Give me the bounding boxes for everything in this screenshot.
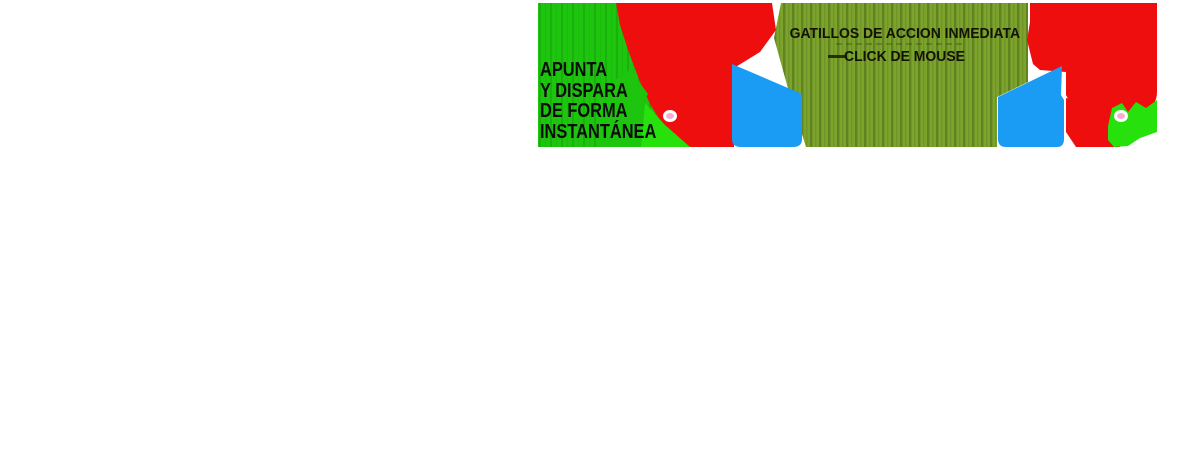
right-hand-silhouette-shape <box>1027 3 1157 121</box>
underline-artifact <box>836 43 966 45</box>
tagline-line: Y DISPARA <box>540 79 628 102</box>
tagline: APUNTA Y DISPARA DE FORMA INSTANTÁNEA <box>540 60 656 142</box>
dash-artifact <box>828 55 847 58</box>
tagline-line: DE FORMA <box>540 100 628 122</box>
left-hand-silhouette-shape <box>616 3 776 147</box>
left-fingertip-dot <box>663 110 677 122</box>
green-wedge-shape <box>600 70 655 147</box>
right-green-trigger-shape <box>1108 100 1157 147</box>
tagline-line: INSTANTÁNEA <box>540 120 657 143</box>
bright-green-wedge-shape <box>641 103 690 147</box>
tagline-line: APUNTA <box>540 59 608 81</box>
right-fingertip-dot <box>1114 110 1128 122</box>
band-stripes-overlay <box>774 3 1028 147</box>
feature-line-1: GATILLOS DE ACCION INMEDIATA <box>789 25 1021 42</box>
left-phone-shape <box>732 64 802 147</box>
feature-text: GATILLOS DE ACCION INMEDIATA CLICK DE MO… <box>781 0 1028 147</box>
feature-line-2: CLICK DE MOUSE <box>844 48 965 65</box>
right-phone-shape <box>998 66 1064 147</box>
